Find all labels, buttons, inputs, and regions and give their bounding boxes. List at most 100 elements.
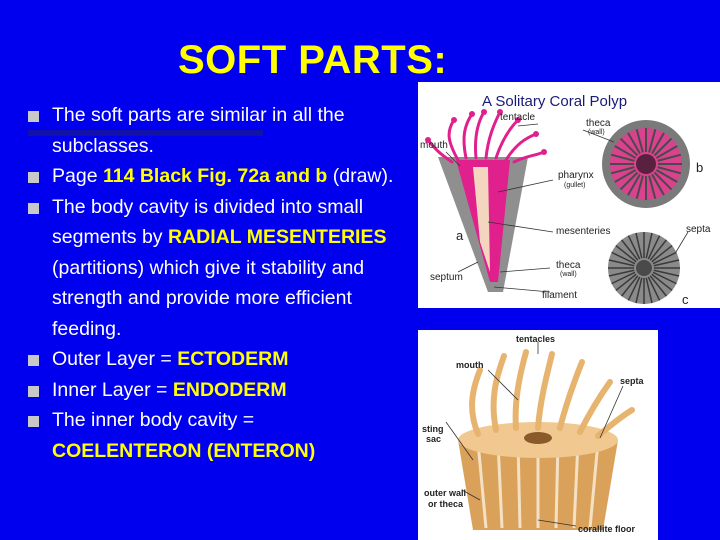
label-theca-lower: theca <box>556 260 581 271</box>
corallite-stripes <box>476 441 600 529</box>
bullet-item: The body cavity is divided into small se… <box>28 192 398 345</box>
label-b: b <box>696 160 703 175</box>
corallite-diagram: tentacles mouth septa sting sac outer wa… <box>418 330 658 540</box>
bullet-text: The body cavity is divided into small se… <box>52 195 364 249</box>
bullet-square-icon <box>28 385 39 397</box>
septum-line <box>619 137 639 157</box>
cross-section-b-septa <box>610 128 682 200</box>
corallite-svg: tentacles mouth septa sting sac outer wa… <box>422 334 645 534</box>
septum-line <box>627 276 641 301</box>
label-sting: sting <box>422 424 444 434</box>
label-filament: filament <box>542 290 577 301</box>
bullet-square-icon <box>28 202 39 214</box>
septum-line <box>608 269 635 277</box>
septum-line <box>657 153 682 162</box>
septum-line <box>620 239 639 261</box>
septum-line <box>611 251 636 265</box>
septum-line <box>619 171 639 191</box>
septum-line <box>611 271 636 285</box>
septum-line <box>651 244 673 263</box>
cross-section-c-center <box>636 260 652 276</box>
septum-line <box>645 277 653 304</box>
septum-line <box>653 269 680 277</box>
cross-section-c-septa <box>608 232 680 304</box>
label-sac: sac <box>426 434 441 444</box>
septum-line <box>648 175 657 200</box>
label-theca: theca <box>586 118 611 129</box>
bullet-highlight-text: ENDODERM <box>172 378 287 401</box>
septum-line <box>649 239 668 261</box>
corallite-tentacles <box>469 349 635 439</box>
septum-line <box>620 275 639 297</box>
septum-line <box>655 145 678 159</box>
septum-line <box>614 145 637 159</box>
septum-line <box>651 273 673 292</box>
septum-line <box>610 153 635 162</box>
septum-line <box>647 235 661 260</box>
tentacle-tips <box>425 109 547 155</box>
bullet-highlight-text: COELENTERON (ENTERON) <box>52 439 316 462</box>
label-tentacle: tentacle <box>500 112 535 123</box>
label-gullet: (gullet) <box>564 182 585 189</box>
septum-line <box>608 259 635 267</box>
coral-polyp-svg: A Solitary Coral Polyp <box>420 93 711 307</box>
label-septa: septa <box>686 224 711 235</box>
label-a: a <box>456 228 464 243</box>
label-outer-wall: outer wall <box>424 488 466 498</box>
septum-line <box>614 169 637 183</box>
septum-line <box>652 251 677 265</box>
septum-line <box>615 273 637 292</box>
septum-line <box>651 132 665 155</box>
bullet-text: Page <box>52 165 103 187</box>
mouth-opening <box>524 432 552 444</box>
septum-line <box>653 137 673 157</box>
label-theca-wall: (wall) <box>588 129 605 136</box>
bullet-highlight-text: 114 Black Fig. 72a and b <box>102 165 328 187</box>
septum-line <box>635 232 643 259</box>
bullet-square-icon <box>28 416 39 427</box>
label-c: c <box>682 292 689 307</box>
septum-line <box>645 232 653 259</box>
septum-line <box>635 128 644 153</box>
septum-line <box>635 175 644 200</box>
septum-line <box>647 276 661 301</box>
septum-line <box>657 166 682 175</box>
bullet-item: Inner Layer = ENDODERM <box>28 375 398 406</box>
figure1-title: A Solitary Coral Polyp <box>482 93 627 110</box>
slide-title: SOFT PARTS: <box>178 38 448 82</box>
septum-line <box>653 259 680 267</box>
label-septum: septum <box>430 272 463 283</box>
septum-line <box>653 171 673 191</box>
bullet-text: (draw). <box>327 165 394 187</box>
bullet-square-icon <box>28 111 39 122</box>
label-or-theca: or theca <box>428 499 464 509</box>
bullet-square-icon <box>28 355 39 366</box>
bullet-highlight-text: RADIAL MESENTERIES <box>167 226 387 248</box>
bullet-item: The inner body cavity = COELENTERON (ENT… <box>28 405 398 466</box>
septum-line <box>648 128 657 153</box>
cross-section-b-center <box>636 154 656 174</box>
septum-line <box>627 235 641 260</box>
bullet-text: The inner body cavity = <box>52 409 255 431</box>
bullet-item: Page 114 Black Fig. 72a and b (draw). <box>28 161 398 192</box>
bullet-text: Inner Layer = <box>52 378 173 401</box>
leader-lines <box>445 123 689 293</box>
septum-line <box>652 271 677 285</box>
bullet-square-icon <box>28 172 39 183</box>
septum-line <box>610 166 635 175</box>
septum-line <box>627 132 641 155</box>
bullet-text: The soft parts are similar in all the su… <box>52 104 345 157</box>
septum-line <box>649 275 668 297</box>
corallite-leaders <box>445 342 624 527</box>
septum-line <box>651 173 665 196</box>
bullet-text: (partitions) which give it stability and… <box>52 256 365 340</box>
bullet-item: The soft parts are similar in all the su… <box>28 100 398 161</box>
bullet-item: Outer Layer = ECTODERM <box>28 344 398 375</box>
title-underline <box>28 130 263 136</box>
septum-line <box>635 277 643 304</box>
bullet-highlight-text: ECTODERM <box>177 348 289 370</box>
bullet-text: Outer Layer = <box>52 348 178 370</box>
septum-line <box>627 173 641 196</box>
label-theca-lower-wall: (wall) <box>560 271 577 278</box>
label-tentacles: tentacles <box>516 334 555 344</box>
